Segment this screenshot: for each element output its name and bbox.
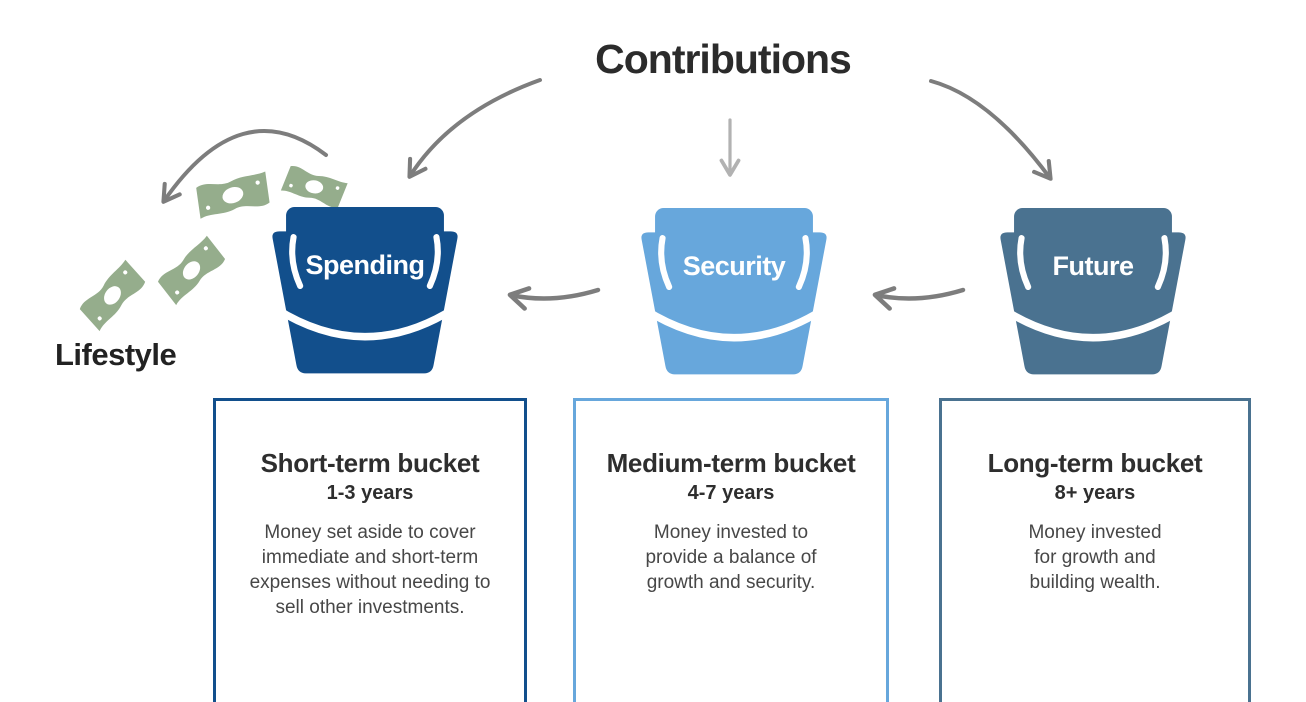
card-description: Money invested to provide a balance of g… — [645, 521, 817, 594]
bucket-handle-gap-right — [426, 234, 441, 290]
bucket-handle-arc — [640, 305, 828, 342]
bucket-handle-gap-left — [289, 234, 304, 290]
arrow-security-to-spending — [507, 286, 601, 311]
card-timeframe: 1-3 years — [326, 481, 414, 504]
bill-oval — [182, 261, 201, 280]
card-description: Money set aside to cover immediate and s… — [249, 521, 491, 619]
bucket-security: Security — [640, 208, 828, 380]
money-bill-icon — [196, 171, 270, 219]
bill-dot — [175, 290, 180, 295]
card-timeframe: 8+ years — [1054, 481, 1136, 504]
bucket-handle-arc — [999, 305, 1187, 342]
bucket-body — [272, 231, 458, 374]
bucket-label: Future — [1052, 251, 1135, 281]
lifestyle-label: Lifestyle — [55, 337, 177, 372]
bill-dot — [205, 205, 211, 210]
arrow-contributions-to-future — [929, 79, 1053, 181]
arrow-future-to-security — [872, 286, 966, 311]
bucket-handle-gap-right — [1154, 235, 1169, 291]
bucket-handle-gap-left — [1017, 235, 1032, 291]
bill-dot — [203, 246, 208, 251]
bucket-icon — [271, 207, 459, 374]
bucket-icon — [640, 208, 828, 375]
bill-oval — [104, 286, 121, 305]
bucket-handle-gap-left — [658, 235, 673, 291]
bucket-body — [1000, 232, 1186, 375]
arrow-contributions-to-spending — [407, 78, 542, 179]
card-timeframe: 4-7 years — [687, 481, 775, 504]
card-long-term: Long-term bucket 8+ years Money invested… — [939, 398, 1251, 702]
card-description: Money invested for growth and building w… — [1028, 521, 1162, 594]
card-short-term: Short-term bucket 1-3 years Money set as… — [213, 398, 527, 702]
bucket-body — [641, 232, 827, 375]
bill-dot — [97, 316, 102, 321]
bucket-handle-arc — [271, 304, 459, 341]
card-heading: Medium-term bucket — [606, 448, 856, 478]
bill-dot — [123, 270, 128, 275]
money-bill-icon — [157, 235, 226, 306]
bucket-icon — [999, 208, 1187, 375]
bucket-handle-gap-right — [795, 235, 810, 291]
page-title: Contributions — [595, 36, 852, 82]
bucket-label: Spending — [305, 250, 426, 280]
bucket-label: Security — [682, 251, 786, 281]
card-medium-term: Medium-term bucket 4-7 years Money inves… — [573, 398, 889, 702]
card-heading: Long-term bucket — [987, 448, 1203, 478]
money-bill-icon — [79, 259, 146, 332]
card-heading: Short-term bucket — [260, 448, 480, 478]
bucket-spending: Spending — [271, 207, 459, 379]
bucket-future: Future — [999, 208, 1187, 380]
bill-dot — [335, 186, 340, 190]
